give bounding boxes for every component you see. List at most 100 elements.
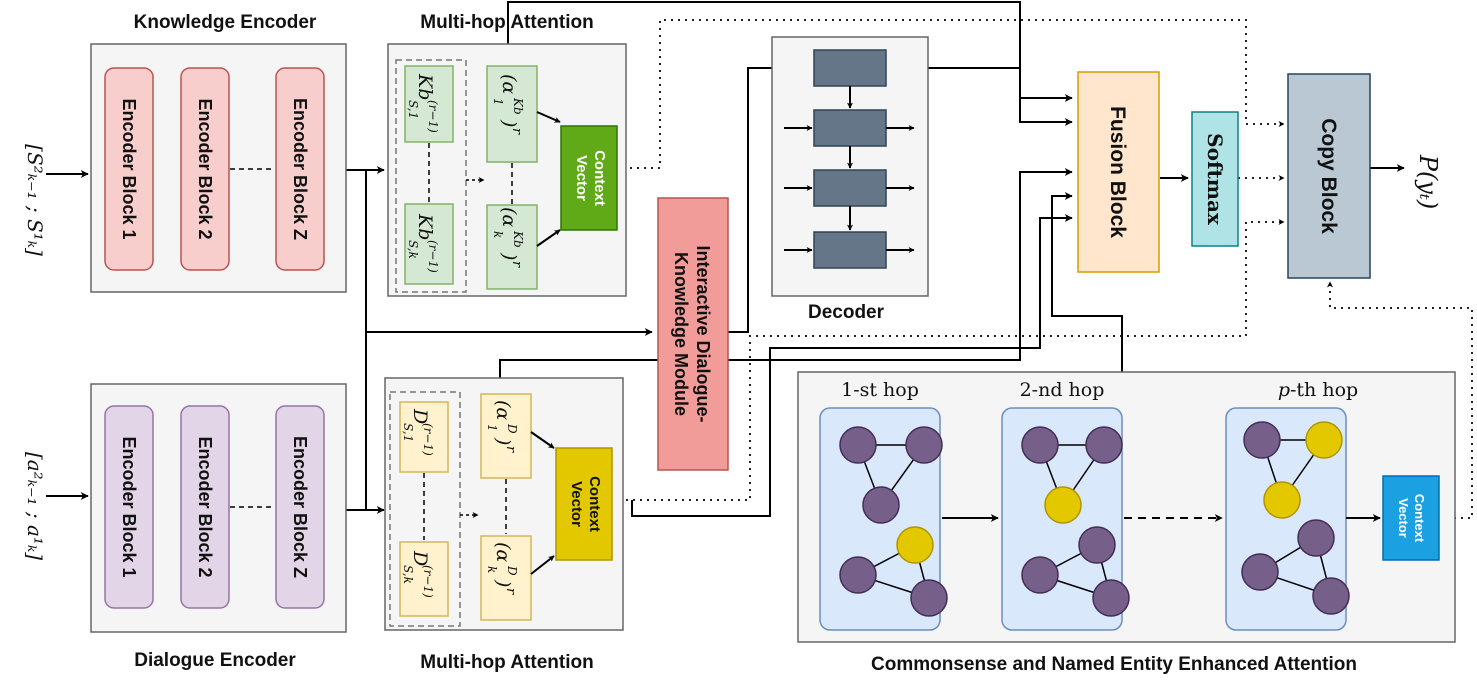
- kb-encoder-block-z: Encoder Block Z: [275, 67, 325, 271]
- decoder-cell-3: [813, 169, 887, 207]
- svg-text:(α: (α: [492, 542, 514, 562]
- svg-text:Encoder Block 1: Encoder Block 1: [119, 98, 139, 239]
- decoder: Decoder: [771, 36, 929, 323]
- hop2-node: [1092, 579, 1130, 617]
- svg-text:1: 1: [485, 424, 499, 432]
- mh-d-alpha-top: (α D 1 ) r: [480, 393, 532, 479]
- mh-kb-memory-bottom: Kb S,k (r−1): [404, 203, 454, 285]
- svg-text:): ): [498, 119, 520, 127]
- svg-text:k: k: [491, 231, 505, 238]
- hop2-node-active: [1044, 486, 1082, 524]
- hop2-node: [1021, 556, 1059, 594]
- decoder-arrows: [784, 86, 915, 253]
- svg-text:D: D: [409, 550, 431, 566]
- mh-kb-memory-group: [395, 59, 467, 293]
- svg-text:S,1: S,1: [401, 423, 415, 442]
- svg-text:Encoder Block 1: Encoder Block 1: [119, 436, 139, 577]
- hop1-label: 1-st hop: [841, 379, 919, 401]
- svg-text:r: r: [503, 588, 518, 595]
- dialogue-encoder: Encoder Block 1 Encoder Block 2 Encoder …: [23, 383, 347, 671]
- svg-text:(r−1): (r−1): [421, 565, 435, 598]
- mh-d-alpha-top-arrow: [530, 431, 555, 449]
- mh-kb-alpha-bottom-arrow: [536, 229, 561, 247]
- svg-text:Context: Context: [586, 476, 603, 532]
- hopp-node: [1312, 577, 1350, 615]
- svg-text:Interactive Dialogue-: Interactive Dialogue-: [693, 245, 713, 422]
- svg-text:Kb: Kb: [414, 213, 436, 240]
- svg-text:): ): [492, 437, 514, 445]
- knowledge-encoder-title: Knowledge Encoder: [134, 12, 317, 33]
- hopp-node-active: [1263, 481, 1301, 519]
- svg-text:D: D: [505, 565, 519, 576]
- svg-text:Fusion Block: Fusion Block: [1106, 106, 1129, 238]
- hop1-node: [839, 556, 877, 594]
- svg-text:Encoder Block Z: Encoder Block Z: [290, 436, 310, 578]
- svg-text:Knowledge Module: Knowledge Module: [671, 252, 691, 416]
- decoder-cell-4: [813, 231, 887, 269]
- hop2-label: 2-nd hop: [1020, 379, 1105, 401]
- hopp-node: [1297, 519, 1335, 557]
- dlg-encoder-block-z: Encoder Block Z: [275, 405, 325, 609]
- mh-kb-alpha-top: (α Kb 1 ) r: [486, 65, 538, 163]
- commonsense-title: Commonsense and Named Entity Enhanced At…: [871, 654, 1357, 675]
- svg-text:Encoder Block 2: Encoder Block 2: [195, 436, 215, 577]
- edge-cs-to-fusion: [1051, 192, 1123, 372]
- svg-text:Encoder Block Z: Encoder Block Z: [290, 98, 310, 240]
- hopp-node: [1241, 553, 1279, 591]
- svg-text:Copy Block: Copy Block: [1317, 118, 1340, 234]
- kb-encoder-block-1: Encoder Block 1: [104, 67, 154, 271]
- output-probability: P(yₜ): [1414, 154, 1442, 209]
- dialogue-encoder-title: Dialogue Encoder: [134, 650, 296, 671]
- fusion-block: Fusion Block: [1077, 71, 1160, 273]
- dlg-encoder-block-2: Encoder Block 2: [180, 405, 230, 609]
- svg-text:Vector: Vector: [568, 481, 585, 527]
- edge-decoder-to-fusion: [888, 67, 1073, 126]
- dotted-csctx-to-copy: [1327, 281, 1473, 519]
- hopp-var: p: [1278, 379, 1290, 401]
- svg-text:(α: (α: [498, 74, 520, 94]
- svg-text:1: 1: [491, 98, 505, 106]
- copy-block: Copy Block: [1287, 73, 1371, 279]
- dlg-encoder-input: [a²ₖ₋₁ ; a¹ₖ]: [23, 452, 47, 560]
- dotted-kbctx-to-copy: [616, 19, 1285, 169]
- dotted-lines: [612, 19, 1473, 519]
- svg-text:Context: Context: [591, 150, 608, 206]
- svg-text:r: r: [509, 261, 524, 268]
- mh-d-title: Multi-hop Attention: [420, 652, 593, 673]
- kb-encoder-block-2: Encoder Block 2: [180, 67, 230, 271]
- svg-text:(r−1): (r−1): [426, 240, 440, 273]
- mh-d-context-vector: Context Vector: [555, 447, 613, 561]
- mh-kb-alpha-top-arrow: [536, 111, 561, 123]
- kb-encoder-input: [S²ₖ₋₁ ; S¹ₖ]: [23, 144, 47, 256]
- svg-text:Kb: Kb: [511, 230, 525, 248]
- edge-mhd-to-fusion-lower: [631, 214, 1073, 517]
- svg-text:Kb: Kb: [414, 73, 436, 100]
- svg-text:(r−1): (r−1): [421, 423, 435, 456]
- cs-context-vector: Context Vector: [1382, 475, 1440, 561]
- svg-text:Encoder Block 2: Encoder Block 2: [195, 98, 215, 239]
- hopp-suffix: -th hop: [1290, 379, 1358, 401]
- hopp-graph: [1225, 407, 1350, 631]
- mh-d-memory-group: [389, 391, 461, 627]
- svg-text:r: r: [503, 446, 518, 453]
- dotted-dctx-to-copy: [612, 219, 1285, 501]
- svg-text:D: D: [409, 408, 431, 424]
- mh-kb-title: Multi-hop Attention: [420, 12, 593, 33]
- hopp-node-active: [1305, 421, 1343, 459]
- hop1-node: [910, 579, 948, 617]
- commonsense-attention: 1-st hop 2-nd hop p -th hop: [797, 371, 1456, 675]
- decoder-cell-1: [813, 49, 887, 87]
- edge-mhd-to-fusion: [499, 168, 1073, 378]
- mh-kb-context-vector: Context Vector: [560, 125, 618, 231]
- multihop-attention-kb: Multi-hop Attention Kb S,1 (r−1) Kb S,k …: [387, 12, 627, 297]
- mh-d-memory-bottom: D S,k (r−1): [399, 541, 449, 617]
- svg-text:k: k: [485, 566, 499, 573]
- multihop-attention-d: D S,1 (r−1) D S,k (r−1) (α D 1 ) r: [384, 377, 624, 673]
- edge-mhkb-to-fusion: [507, 1, 1073, 102]
- dlg-encoder-block-1: Encoder Block 1: [104, 405, 154, 609]
- hop1-graph: [819, 407, 948, 631]
- svg-text:Vector: Vector: [1396, 498, 1411, 538]
- mh-d-alpha-bottom-arrow: [530, 555, 555, 575]
- svg-text:(α: (α: [492, 400, 514, 420]
